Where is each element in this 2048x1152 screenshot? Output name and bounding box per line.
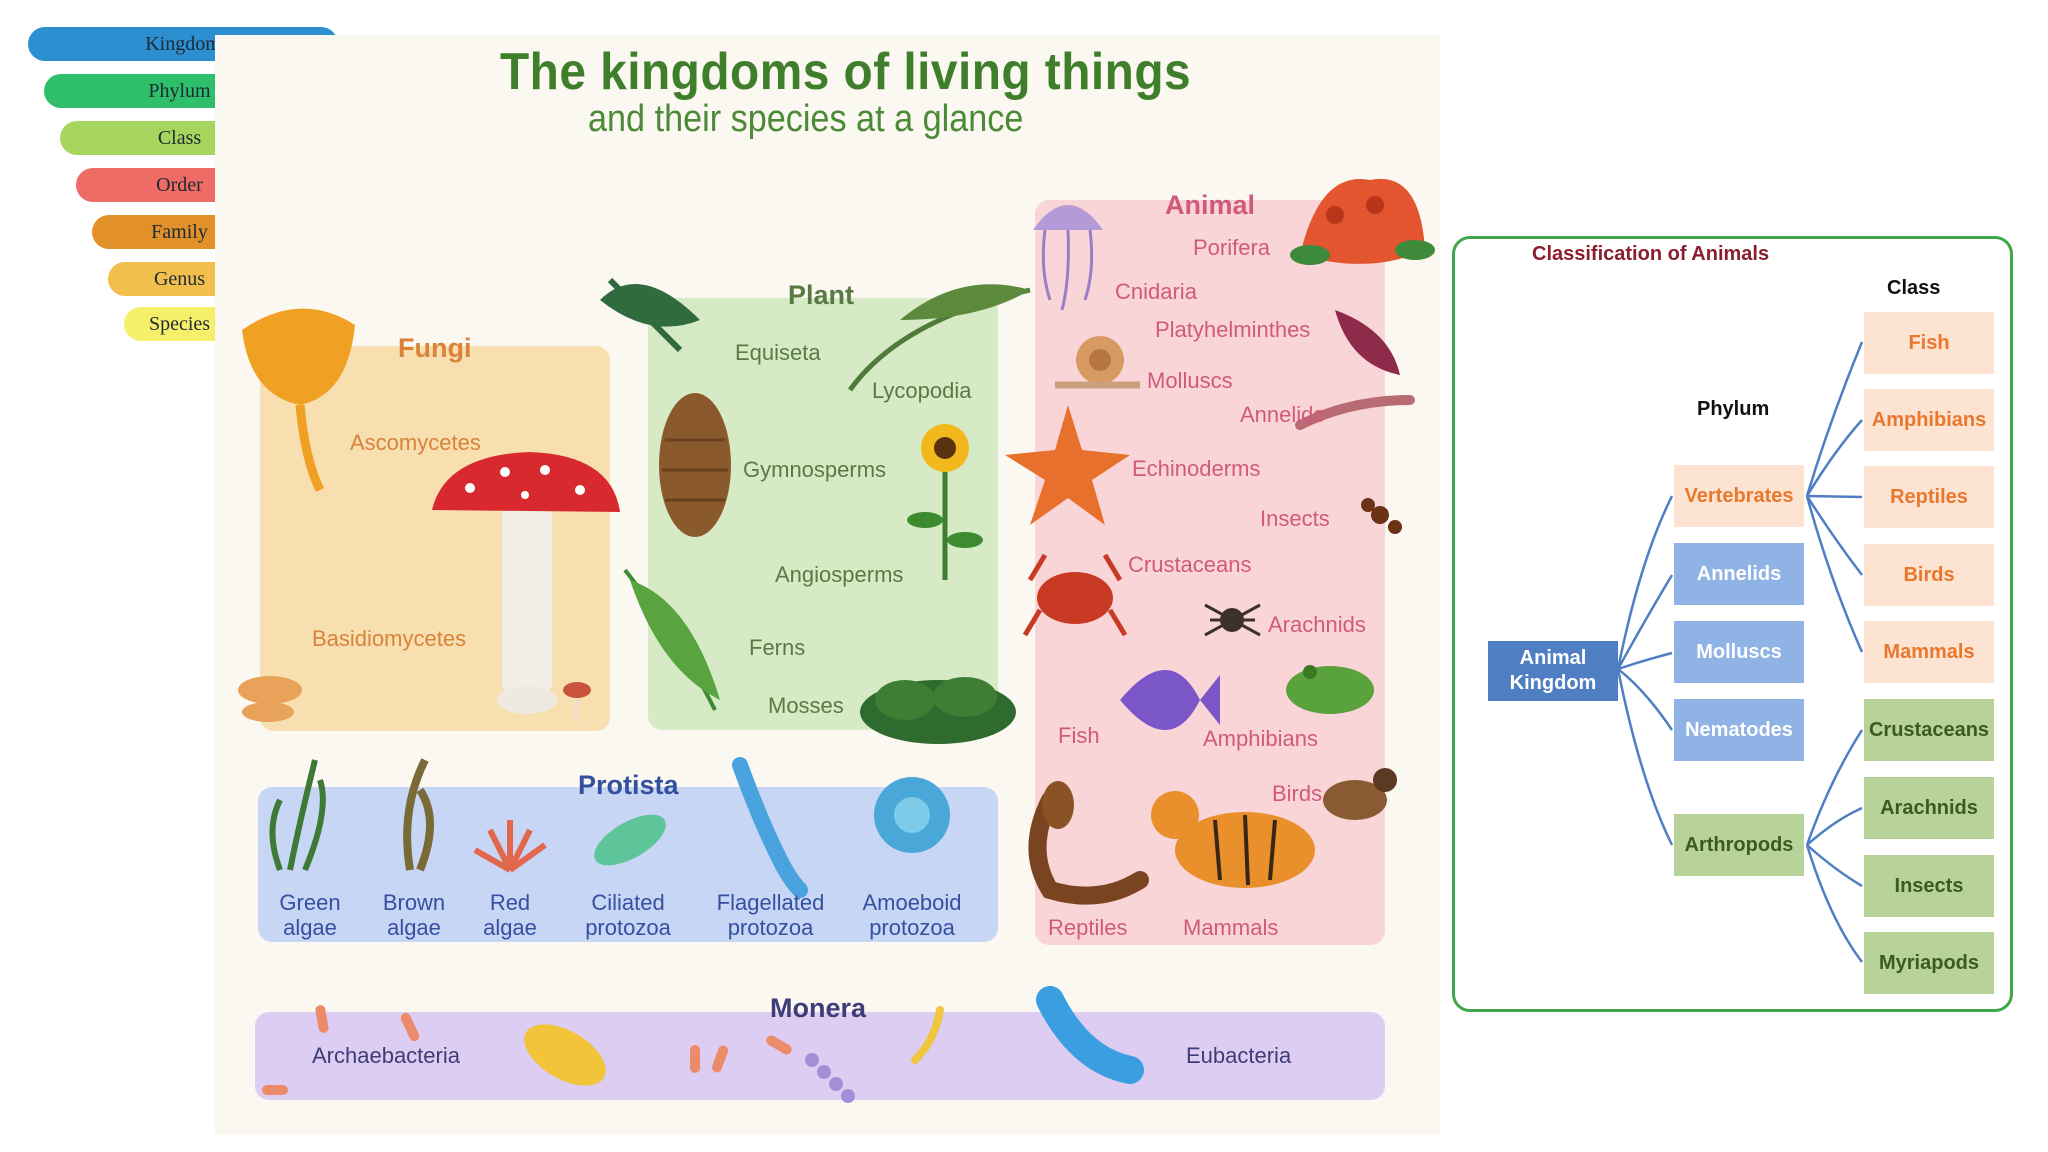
node-nematodes: Nematodes: [1674, 699, 1804, 761]
plant-title: Plant: [788, 280, 855, 310]
node-myriapods: Myriapods: [1864, 932, 1994, 994]
animal-item-echinoderms: Echinoderms: [1132, 456, 1261, 481]
animal-item-platyhelminthes: Platyhelminthes: [1155, 317, 1311, 342]
classification-title: Classification of Animals: [1532, 243, 1770, 265]
fungi-item-basidiomycetes: Basidiomycetes: [312, 626, 467, 651]
node-molluscs: Molluscs: [1674, 621, 1804, 683]
brown-algae-icon: [403, 758, 434, 872]
sunflower-icon: [907, 424, 983, 580]
fungi-item-ascomycetes: Ascomycetes: [350, 430, 481, 455]
ciliate-icon: [594, 814, 666, 866]
sponge-icon: [1290, 178, 1435, 265]
node-insects: Insects: [1864, 855, 1994, 917]
monera-title: Monera: [770, 993, 867, 1023]
node-arthropods: Arthropods: [1674, 814, 1804, 876]
fungi-title: Fungi: [398, 333, 472, 363]
flatworm-icon: [1335, 310, 1400, 375]
tiger-icon: [1151, 791, 1315, 888]
animal-item-annelids: Annelids: [1240, 402, 1325, 427]
poster-subtitle: and their species at a glance: [588, 98, 1024, 140]
node-vertebrates: Vertebrates: [1674, 465, 1804, 527]
jellyfish-icon: [1033, 205, 1103, 311]
fern-icon: [623, 568, 720, 711]
animal-item-birds: Birds: [1272, 781, 1323, 806]
snail-icon: [1055, 336, 1140, 389]
animal-item-reptiles: Reptiles: [1048, 915, 1128, 940]
animal-title: Animal: [1165, 190, 1256, 220]
red-algae-icon: [473, 820, 547, 873]
angelfish-icon: [1120, 670, 1220, 730]
animal-item-molluscs: Molluscs: [1147, 368, 1233, 393]
plant-item-ferns: Ferns: [749, 635, 806, 660]
bacteria-icons: [262, 986, 1144, 1103]
cobra-icon: [1028, 781, 1149, 905]
animal-item-crustaceans: Crustaceans: [1128, 552, 1252, 577]
phylum-column-header: Phylum: [1697, 398, 1770, 420]
poster-title: The kingdoms of living things: [500, 43, 1192, 101]
lycopodium-branch-icon: [847, 284, 1031, 392]
crab-icon: [1022, 553, 1128, 637]
pine-cone-icon: [659, 393, 731, 537]
chanterelle-mushroom-icon: [242, 308, 355, 493]
node-arachnids: Arachnids: [1864, 777, 1994, 839]
protista-title: Protista: [578, 770, 679, 800]
monera-panel: [255, 1012, 1385, 1100]
green-algae-icon: [269, 759, 326, 872]
node-crustaceans: Crustaceans: [1864, 699, 1994, 761]
plant-item-angiosperms: Angiosperms: [775, 562, 904, 587]
node-fish: Fish: [1864, 312, 1994, 374]
node-mammals: Mammals: [1864, 621, 1994, 683]
monera-item-archaebacteria: Archaebacteria: [312, 1043, 460, 1068]
starfish-icon: [1005, 405, 1130, 525]
plant-item-mosses: Mosses: [768, 693, 844, 718]
flagellate-icon: [732, 757, 808, 898]
earthworm-icon: [1295, 395, 1415, 430]
plant-item-equiseta: Equiseta: [735, 340, 821, 365]
animal-item-porifera: Porifera: [1193, 235, 1271, 260]
plant-item-lycopodia: Lycopodia: [872, 378, 972, 403]
animal-item-arachnids: Arachnids: [1268, 612, 1366, 637]
node-birds: Birds: [1864, 544, 1994, 606]
sparrow-icon: [1323, 768, 1397, 820]
fly-agaric-mushroom-icon: [432, 452, 620, 714]
node-annelids: Annelids: [1674, 543, 1804, 605]
small-mushrooms-icon: [238, 676, 591, 722]
ant-icon: [1361, 498, 1402, 534]
moss-icon: [860, 677, 1016, 744]
node-reptiles: Reptiles: [1864, 466, 1994, 528]
pine-branch-icon: [600, 277, 700, 353]
node-amphibians: Amphibians: [1864, 389, 1994, 451]
monera-item-eubacteria: Eubacteria: [1186, 1043, 1292, 1068]
animal-item-fish: Fish: [1058, 723, 1100, 748]
animal-item-amphibians: Amphibians: [1203, 726, 1318, 751]
class-column-header: Class: [1887, 277, 1941, 299]
animal-item-mammals: Mammals: [1183, 915, 1279, 940]
animal-item-cnidaria: Cnidaria: [1115, 279, 1197, 304]
animal-item-insects: Insects: [1260, 506, 1330, 531]
plant-item-gymnosperms: Gymnosperms: [743, 457, 887, 482]
frog-icon: [1286, 665, 1374, 714]
spider-icon: [1204, 603, 1261, 637]
amoeba-icon: [874, 777, 950, 853]
